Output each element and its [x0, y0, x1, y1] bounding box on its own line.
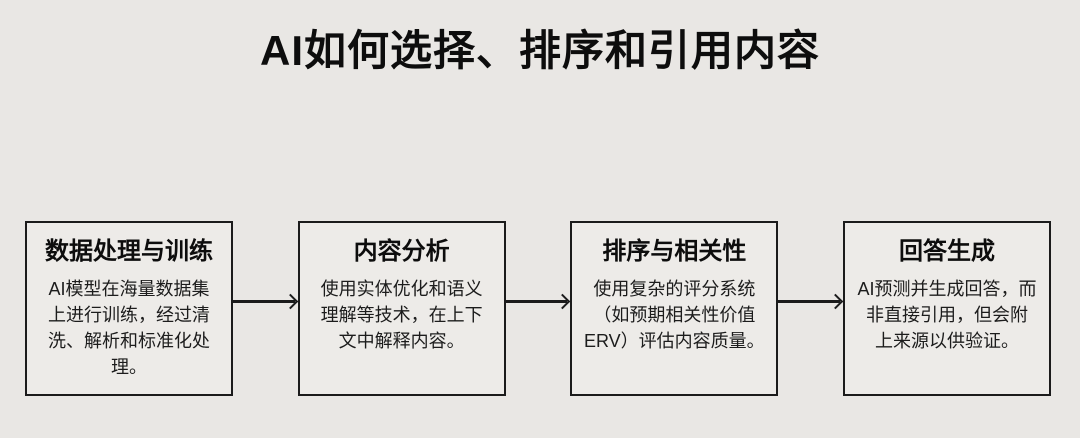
- flow-arrow-1: [233, 221, 298, 396]
- diagram-title: AI如何选择、排序和引用内容: [259, 27, 820, 74]
- step-body-line: AI模型在海量数据集: [48, 279, 210, 299]
- arrow-right-icon: [555, 293, 571, 309]
- step-body-line: 上来源以供验证。: [875, 331, 1020, 351]
- step-box-content-analysis: 内容分析 使用实体优化和语义 理解等技术，在上下 文中解释内容。: [297, 221, 506, 396]
- step-box-data-processing: 数据处理与训练 AI模型在海量数据集 上进行训练，经过清 洗、解析和标准化处 理…: [25, 221, 233, 396]
- step-body-line: 理解等技术，在上下: [320, 305, 483, 325]
- step-body-line: AI预测并生成回答，而: [857, 279, 1037, 299]
- flow-arrow-2: [505, 221, 571, 396]
- step-body-line: 上进行训练，经过清: [48, 305, 210, 325]
- arrow-line: [233, 300, 295, 303]
- arrow-right-icon: [282, 293, 298, 309]
- step-title: 内容分析: [353, 238, 450, 265]
- step-box-answer-generation: 回答生成 AI预测并生成回答，而 非直接引用，但会附 上来源以供验证。: [843, 221, 1052, 396]
- step-body-line: ERV）评估内容质量。: [584, 331, 765, 351]
- step-title: 排序与相关性: [602, 238, 747, 265]
- step-title: 回答生成: [899, 238, 996, 265]
- step-body-line: 使用复杂的评分系统: [593, 279, 756, 299]
- step-body-line: 使用实体优化和语义: [320, 279, 483, 299]
- step-body-line: 非直接引用，但会附: [866, 305, 1029, 325]
- arrow-line: [778, 300, 841, 303]
- arrow-right-icon: [827, 293, 844, 309]
- step-body-line: 洗、解析和标准化处: [48, 331, 210, 351]
- flow-arrow-3: [778, 221, 844, 396]
- step-body-line: 文中解释内容。: [338, 331, 465, 351]
- step-title: 数据处理与训练: [45, 238, 213, 265]
- step-box-ranking-relevance: 排序与相关性 使用复杂的评分系统 （如预期相关性价值 ERV）评估内容质量。: [570, 221, 779, 396]
- arrow-line: [505, 300, 568, 303]
- step-body-line: （如预期相关性价值: [593, 305, 756, 325]
- flow-row: 数据处理与训练 AI模型在海量数据集 上进行训练，经过清 洗、解析和标准化处 理…: [25, 221, 1052, 396]
- step-body-line: 理。: [111, 357, 147, 377]
